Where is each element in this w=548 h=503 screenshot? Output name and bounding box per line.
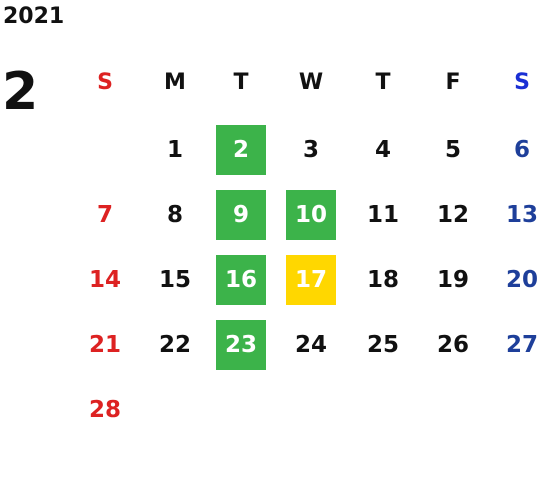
day-cell-21[interactable]: 21 [88,332,121,358]
day-cell-23[interactable]: 23 [216,320,266,370]
weekday-header: S [514,69,530,95]
day-cell-13[interactable]: 13 [505,202,538,228]
day-cell-4[interactable]: 4 [374,137,391,163]
day-cell-17[interactable]: 17 [286,255,336,305]
day-cell-26[interactable]: 26 [436,332,469,358]
day-cell-12[interactable]: 12 [436,202,469,228]
weekday-header: W [298,69,324,95]
day-cell-5[interactable]: 5 [444,137,461,163]
weekday-header: S [97,69,113,95]
day-cell-25[interactable]: 25 [366,332,399,358]
day-cell-10[interactable]: 10 [286,190,336,240]
month-number: 2 [2,62,39,122]
weekday-header: F [445,69,461,95]
weekday-header: M [164,69,186,95]
day-cell-19[interactable]: 19 [436,267,469,293]
day-cell-18[interactable]: 18 [366,267,399,293]
day-cell-28[interactable]: 28 [88,397,121,423]
day-cell-14[interactable]: 14 [88,267,121,293]
day-cell-11[interactable]: 11 [366,202,399,228]
day-cell-2[interactable]: 2 [216,125,266,175]
day-cell-7[interactable]: 7 [96,202,113,228]
weekday-header: T [233,69,249,95]
weekday-header: T [375,69,391,95]
year-label: 2021 [3,4,65,29]
day-cell-20[interactable]: 20 [505,267,538,293]
day-cell-27[interactable]: 27 [505,332,538,358]
day-cell-16[interactable]: 16 [216,255,266,305]
day-cell-3[interactable]: 3 [302,137,319,163]
day-cell-15[interactable]: 15 [158,267,191,293]
day-cell-8[interactable]: 8 [166,202,183,228]
day-cell-9[interactable]: 9 [216,190,266,240]
day-cell-1[interactable]: 1 [166,137,183,163]
day-cell-22[interactable]: 22 [158,332,191,358]
day-cell-6[interactable]: 6 [513,137,530,163]
day-cell-24[interactable]: 24 [294,332,327,358]
